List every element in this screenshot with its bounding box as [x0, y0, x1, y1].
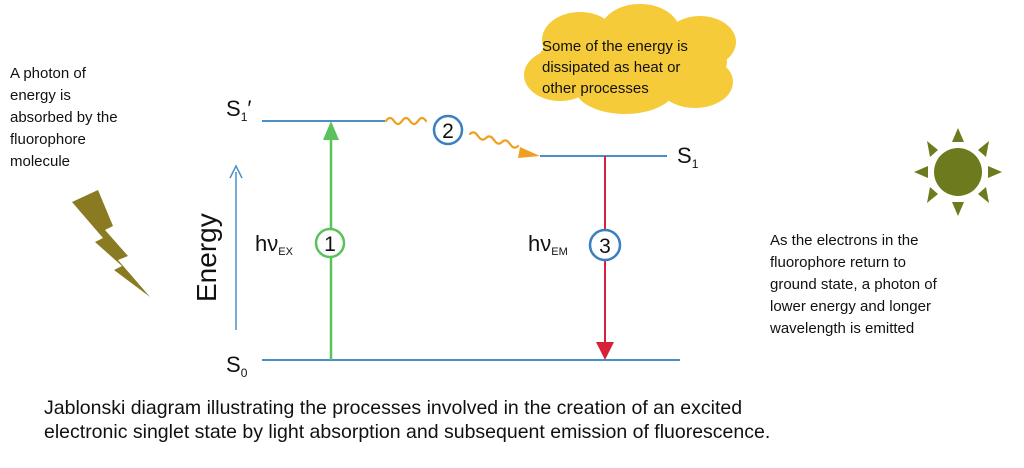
step-1-number: 1 — [324, 233, 336, 256]
heat-wave-arrowhead — [518, 147, 540, 158]
emission-arrowhead — [596, 342, 614, 360]
emission-note: As the electrons in the fluorophore retu… — [770, 232, 937, 337]
level-s1-label: S1 — [677, 143, 699, 171]
absorption-note: A photon of energy is absorbed by the fl… — [10, 65, 118, 170]
sun-icon — [914, 128, 1002, 216]
diagram-caption: Jablonski diagram illustrating the proce… — [44, 397, 771, 443]
lightning-icon — [72, 190, 150, 297]
energy-label: Energy — [191, 213, 222, 302]
excitation-arrowhead — [323, 121, 339, 140]
step-3-circle — [588, 228, 622, 262]
cloud-note: Some of the energy is dissipated as heat… — [542, 38, 688, 97]
step-1-circle — [314, 227, 346, 259]
heat-dissipation-wave — [384, 116, 520, 149]
emission-photon-label: hνEM — [528, 231, 568, 258]
energy-axis-arrowhead — [229, 164, 243, 179]
step-2-number: 2 — [442, 120, 454, 143]
excitation-photon-label: hνEX — [255, 231, 294, 258]
level-s1-prime-label: S1′ — [226, 96, 252, 124]
level-s0-label: S0 — [226, 352, 248, 380]
cloud-shape — [524, 4, 736, 114]
step-2-circle — [432, 114, 464, 146]
step-3-number: 3 — [599, 235, 611, 258]
